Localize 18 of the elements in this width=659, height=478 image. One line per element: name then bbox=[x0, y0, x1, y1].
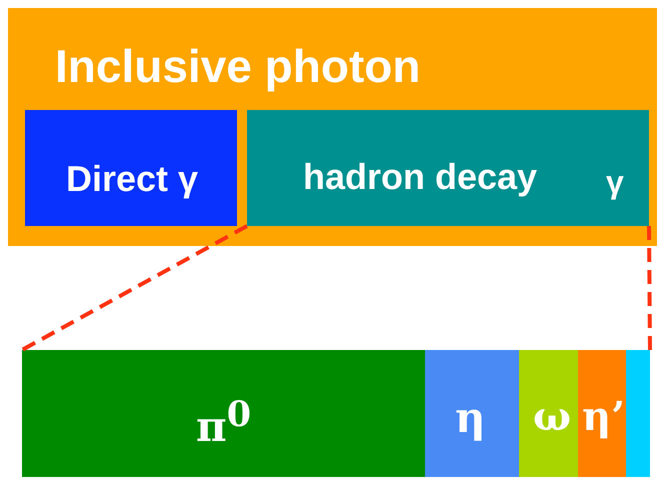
bar-segment bbox=[578, 350, 626, 477]
category-label: ω bbox=[533, 397, 572, 437]
category-box bbox=[247, 110, 649, 226]
category-label: η bbox=[455, 397, 486, 439]
bar-segment bbox=[22, 350, 425, 477]
bar-segment bbox=[626, 350, 650, 477]
bar-segment bbox=[425, 350, 519, 477]
category-label: η’ bbox=[582, 397, 626, 437]
category-label: π$^{0}$ bbox=[196, 397, 252, 448]
category-label: Direct γ bbox=[66, 161, 198, 197]
category-label: hadron decay bbox=[303, 159, 538, 195]
category-box bbox=[25, 110, 237, 226]
bar-segment bbox=[519, 350, 578, 477]
category-label: γ bbox=[606, 166, 624, 198]
zoom-line bbox=[21, 224, 248, 352]
zoom-line bbox=[647, 226, 652, 350]
category-panel bbox=[8, 8, 657, 246]
panel-title: Inclusive photon bbox=[55, 43, 420, 89]
